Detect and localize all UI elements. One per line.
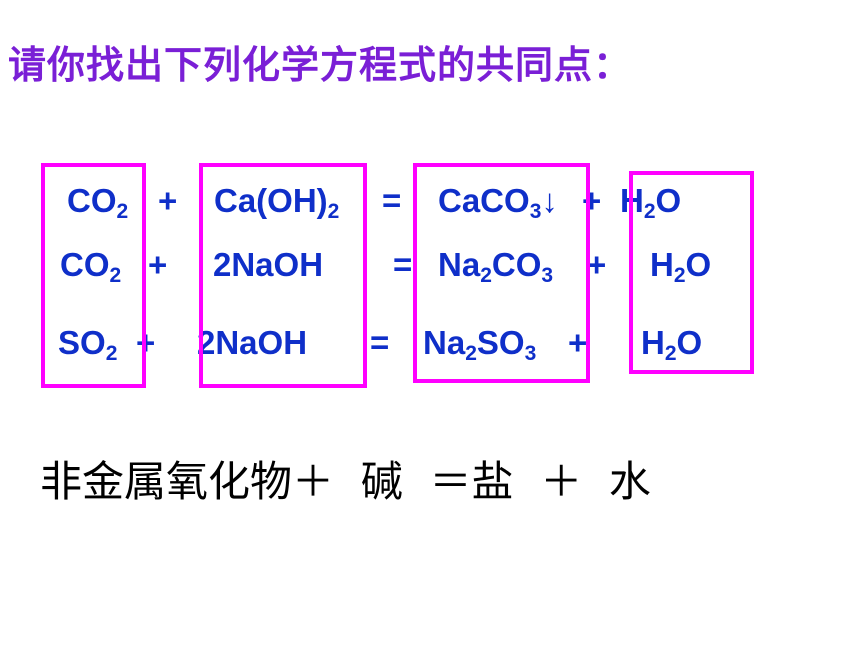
summary-equals: ＝ xyxy=(429,457,472,506)
slide-title: 请你找出下列化学方程式的共同点： xyxy=(8,43,633,87)
eq3-plus-2: + xyxy=(568,324,588,361)
summary-salt: 盐 xyxy=(471,457,514,506)
eq1-oxide: CO2 xyxy=(67,182,129,223)
eq3-base: 2NaOH xyxy=(197,324,308,361)
eq1-base: Ca(OH)2 xyxy=(214,182,340,223)
eq3-equals: = xyxy=(370,324,390,361)
eq1-salt: CaCO3↓ xyxy=(438,182,558,223)
highlight-box-oxide xyxy=(41,163,146,388)
eq2-plus: + xyxy=(148,246,168,283)
summary-base: 碱 xyxy=(360,457,403,506)
highlight-box-salt xyxy=(413,163,590,383)
eq3-salt: Na2SO3 xyxy=(423,324,537,365)
precipitate-arrow-icon: ↓ xyxy=(541,182,558,219)
eq2-equals: = xyxy=(393,246,413,283)
summary-oxide: 非金属氧化物 xyxy=(40,457,293,506)
summary-line: 非金属氧化物＋ 碱 ＝盐 ＋ 水 xyxy=(40,448,651,509)
eq2-base: 2NaOH xyxy=(213,246,324,283)
eq2-water: H2O xyxy=(650,246,712,287)
eq2-oxide: CO2 xyxy=(60,246,122,287)
eq2-salt: Na2CO3 xyxy=(438,246,554,287)
eq1-equals: = xyxy=(382,182,402,219)
summary-plus-2: ＋ xyxy=(540,457,583,506)
highlight-box-base xyxy=(199,163,367,388)
eq2-plus-2: + xyxy=(587,246,607,283)
eq3-oxide: SO2 xyxy=(58,324,118,365)
summary-water: 水 xyxy=(608,457,651,506)
eq1-plus: + xyxy=(158,182,178,219)
highlight-box-water xyxy=(629,171,754,374)
eq3-water: H2O xyxy=(641,324,703,365)
summary-plus-1: ＋ xyxy=(292,457,335,506)
